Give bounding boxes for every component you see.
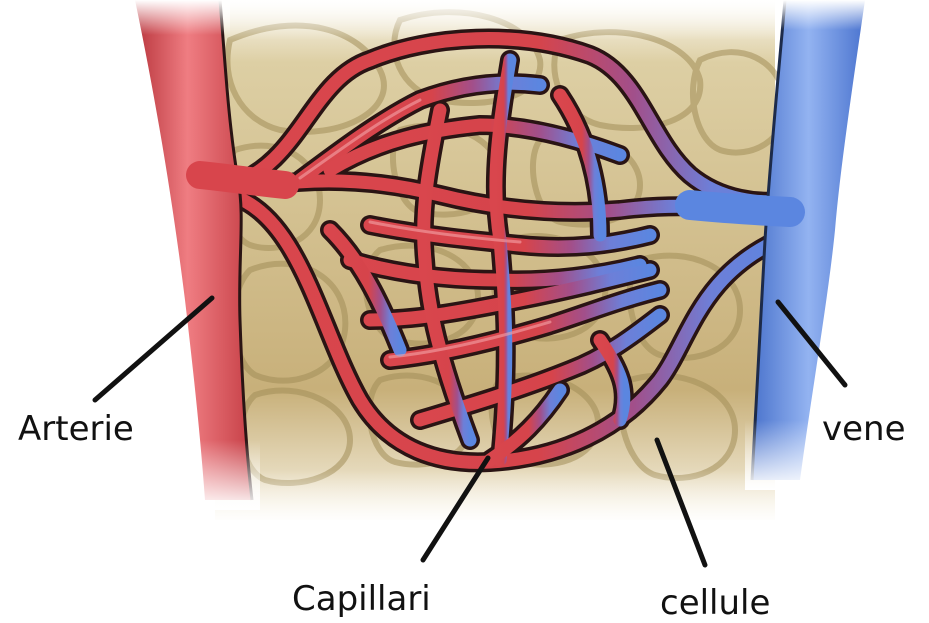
label-vene: vene bbox=[822, 412, 906, 446]
label-cellule: cellule bbox=[660, 586, 770, 620]
label-arterie: Arterie bbox=[18, 412, 134, 446]
label-capillari: Capillari bbox=[292, 582, 431, 616]
